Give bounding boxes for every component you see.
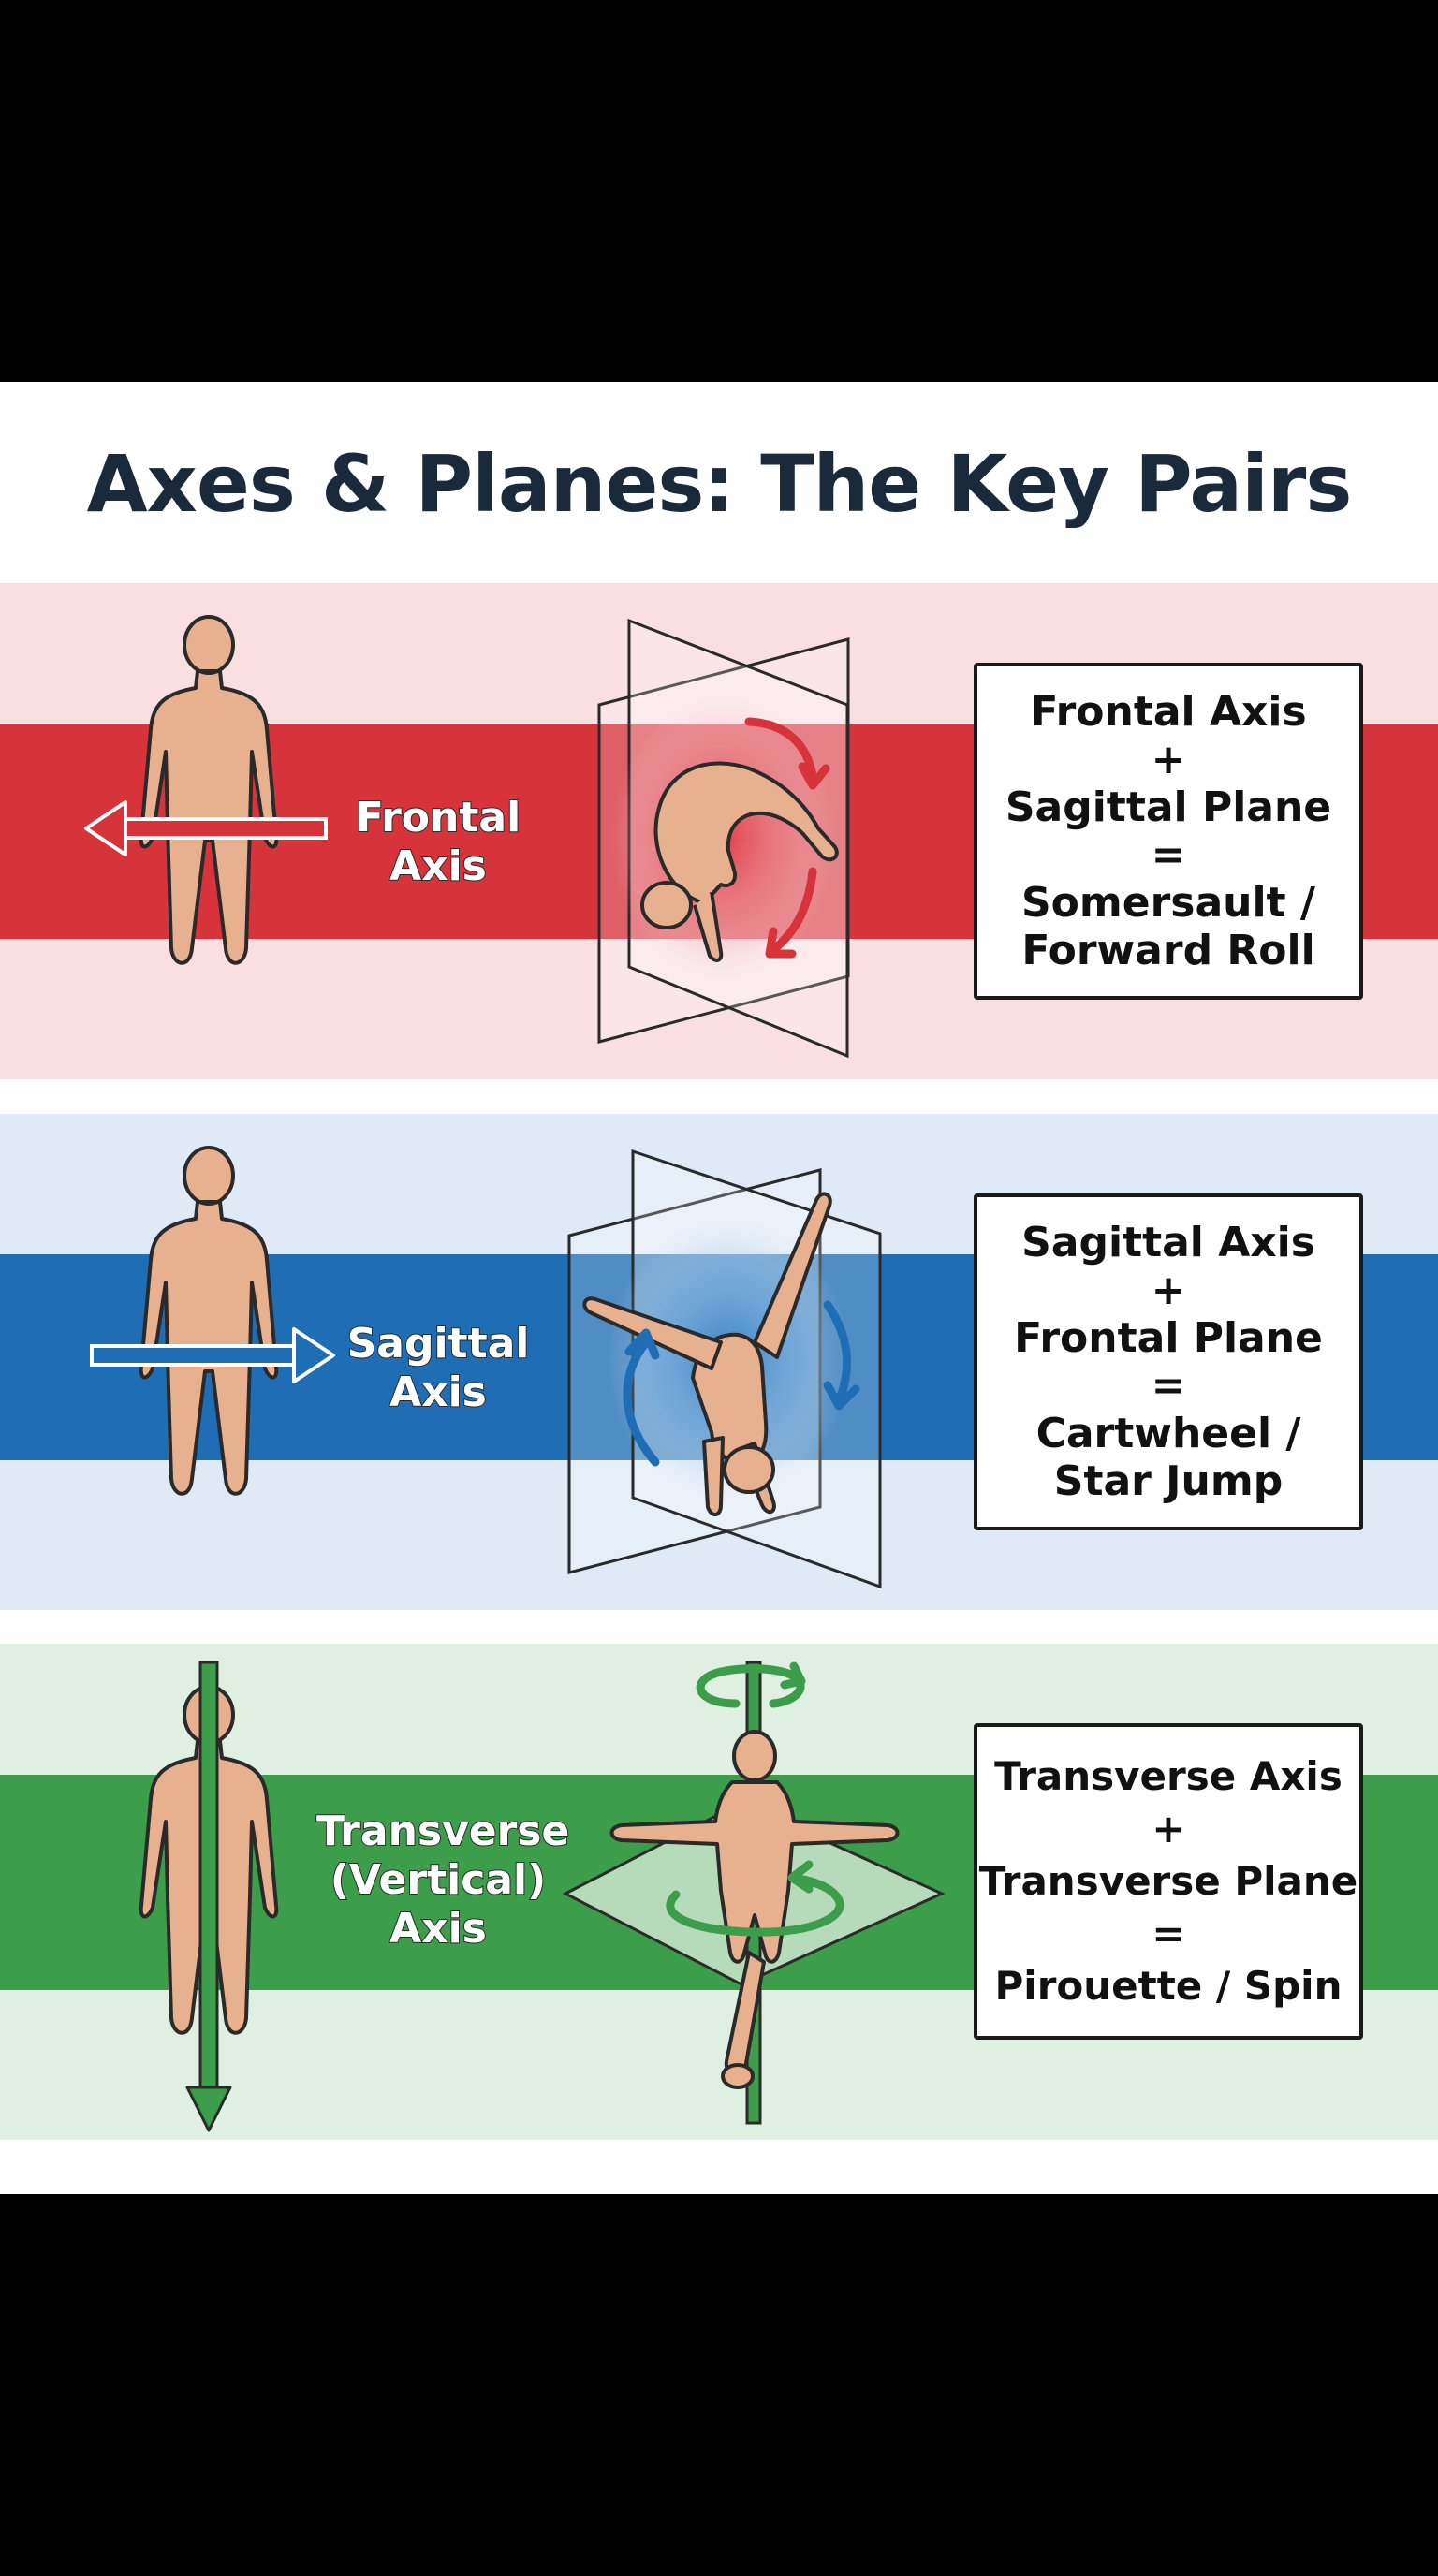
equation-plane: Sagittal Plane <box>1005 783 1332 831</box>
axis-label: Sagittal Axis <box>346 1319 531 1417</box>
spin-arrows-icon <box>666 1661 844 1937</box>
pirouette-figure-icon <box>609 1730 900 2089</box>
equation-axis: Sagittal Axis <box>1021 1219 1315 1266</box>
left-arrow-icon <box>84 800 328 856</box>
equation-result-line1: Somersault / <box>1020 879 1315 927</box>
equation-equals: = <box>1152 1910 1185 1956</box>
equation-plus: + <box>1151 736 1186 783</box>
equation-plane: Frontal Plane <box>1014 1314 1323 1362</box>
row-transverse-axis: Transverse (Vertical) Axis Transverse Ax… <box>0 1644 1438 2140</box>
axis-label: Transverse (Vertical) Axis <box>315 1807 570 1954</box>
row-frontal-axis: Frontal Axis Frontal Axis + Sagittal Pla… <box>0 583 1438 1079</box>
equation-axis: Frontal Axis <box>1030 688 1307 736</box>
equation-box: Sagittal Axis + Frontal Plane = Cartwhee… <box>974 1193 1363 1530</box>
equation-result-line1: Cartwheel / <box>1035 1410 1301 1457</box>
poster: Axes & Planes: The Key Pairs <box>0 382 1438 2194</box>
axis-label: Frontal Axis <box>355 793 521 891</box>
down-arrow-icon <box>185 1661 232 2132</box>
right-arrow-icon <box>90 1327 335 1383</box>
equation-result-line2: Star Jump <box>1053 1457 1284 1505</box>
equation-result-line2: Forward Roll <box>1021 927 1315 974</box>
equation-plus: + <box>1152 1806 1185 1852</box>
standing-figure <box>139 615 279 965</box>
equation-plane: Transverse Plane <box>978 1858 1358 1904</box>
equation-box: Transverse Axis + Transverse Plane = Pir… <box>974 1723 1363 2040</box>
page-title: Axes & Planes: The Key Pairs <box>86 438 1353 530</box>
equation-plus: + <box>1151 1266 1186 1314</box>
somersault-figure-icon <box>640 761 839 962</box>
equation-axis: Transverse Axis <box>994 1753 1343 1799</box>
clockwise-arrows-icon <box>744 717 830 959</box>
standing-figure <box>139 1146 279 1496</box>
equation-equals: = <box>1151 831 1186 879</box>
equation-box: Frontal Axis + Sagittal Plane = Somersau… <box>974 663 1363 1000</box>
cartwheel-figure-icon <box>582 1192 832 1516</box>
equation-equals: = <box>1151 1362 1186 1410</box>
row-sagittal-axis: Sagittal Axis Sagittal Axis + Frontal Pl… <box>0 1114 1438 1610</box>
equation-result: Pirouette / Spin <box>994 1963 1343 2009</box>
clockwise-arrows-icon <box>623 1300 860 1467</box>
